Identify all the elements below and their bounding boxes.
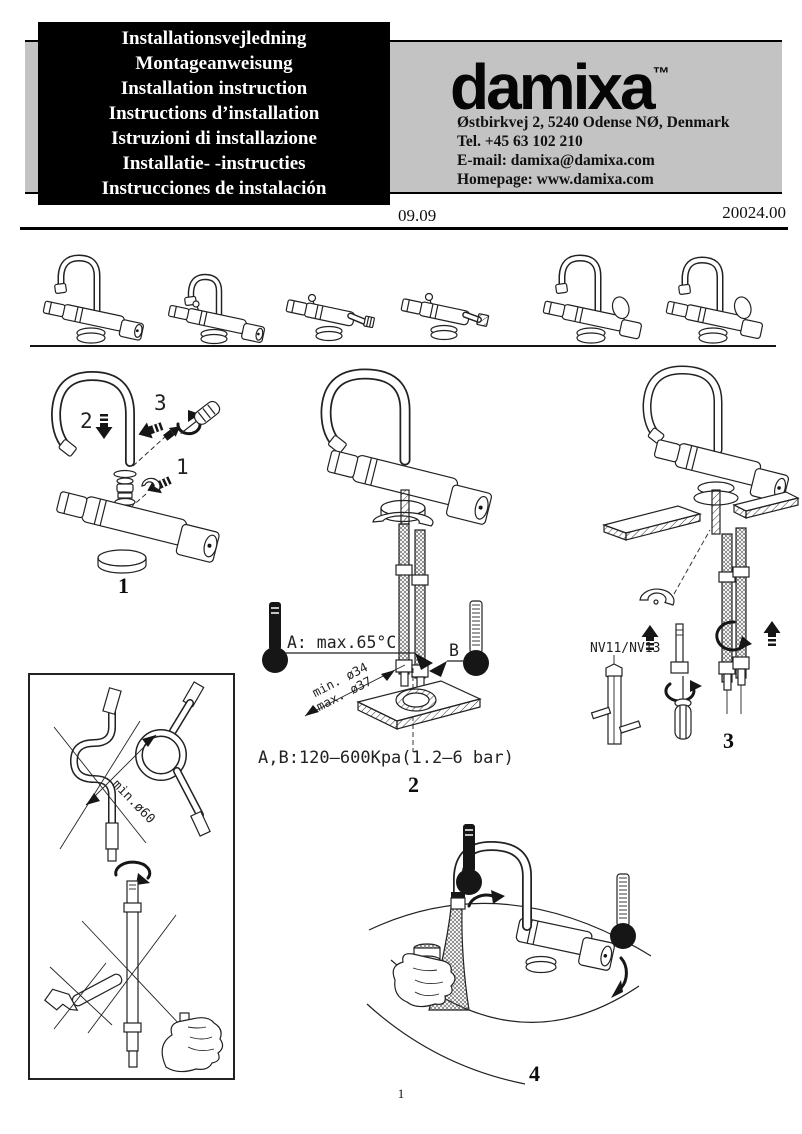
faucet-variant-medium-spout: [167, 273, 266, 345]
variant-row-divider: [30, 345, 776, 347]
brand-logo: damixa™: [450, 51, 670, 123]
faucet-drawing: [642, 365, 790, 506]
step3-diagram: NV11/NV13 3: [590, 365, 800, 753]
thermometer-cold-icon: [609, 873, 637, 950]
horseshoe-washer-icon: [372, 511, 434, 527]
page-number: 1: [397, 1086, 405, 1101]
mounting-stud: [670, 623, 689, 674]
title-da: Installationsvejledning: [121, 28, 307, 49]
screwdriver-icon: [180, 400, 221, 435]
faucet-body: [56, 491, 220, 563]
document-number: 20024.00: [722, 203, 786, 222]
title-en: Installation instruction: [120, 78, 308, 99]
revision-date: 09.09: [398, 206, 437, 225]
homepage-line: Homepage: www.damixa.com: [457, 171, 654, 188]
step1-diagram: 3 2 1: [50, 370, 221, 598]
up-arrow-right-icon: [762, 620, 782, 647]
header-divider: [20, 227, 788, 230]
title-it: Istruzioni di installazione: [111, 128, 317, 149]
pressure-range-label: A,B:120–600Kpa(1.2–6 bar): [258, 748, 514, 768]
faucet-drawing: [450, 840, 615, 974]
countertop-hole-drawing: min. ø34 max. ø37: [304, 659, 482, 730]
wrench-crossed-icon: [44, 973, 123, 1011]
spout-exploded: [50, 370, 135, 467]
min-bend-label: min.ø60: [109, 777, 158, 827]
multilingual-title-box: Installationsvejledning Montageanweisung…: [38, 22, 390, 205]
step3-label: 3: [723, 728, 734, 753]
faucet-variant-short-spout: [285, 293, 375, 342]
trademark-symbol: ™: [652, 64, 670, 83]
faucet-variant-short-nozzle: [400, 292, 490, 341]
arrow-to-screw-icon: [134, 417, 166, 444]
faucet-variant-tall-ring-handle: [542, 254, 642, 344]
phone-line: Tel. +45 63 102 210: [457, 133, 583, 150]
screwdriver-icon: [674, 676, 692, 740]
countertop-section: [601, 491, 800, 541]
title-de: Montageanweisung: [135, 53, 293, 74]
callout-spout: 2: [80, 409, 93, 433]
faucet-variant-tall-spout: [42, 254, 144, 344]
threaded-stud: [400, 489, 410, 525]
down-arrow-icon: [94, 413, 114, 440]
title-es: Instrucciones de instalación: [101, 178, 327, 199]
rotate-arrow-stud-icon: [664, 680, 702, 703]
email-line: E-mail: damixa@damixa.com: [457, 152, 655, 169]
title-nl: Installatie- -instructies: [122, 153, 306, 174]
thermometer-hot-icon: [261, 601, 289, 674]
step4-label: 4: [529, 1061, 540, 1086]
company-address: Østbirkvej 2, 5240 Odense NØ, Denmark Te…: [457, 113, 730, 189]
cold-label: B: [449, 641, 459, 660]
hand-with-aerator-icon: [392, 943, 456, 1008]
step2-label: 2: [408, 772, 419, 797]
flexible-hoses: [718, 527, 750, 714]
wrong-tight-bend-hose: [53, 687, 147, 862]
callout-clip: 1: [176, 455, 189, 479]
hand-tighten-hose: [81, 860, 183, 1068]
faucet-variant-tall-ring-handle-2: [665, 256, 764, 344]
tool-size-label: NV11/NV13: [590, 641, 660, 656]
thermometer-cold-icon: [462, 600, 490, 677]
hose-handling-box: min.ø60: [28, 673, 235, 1080]
callout-screw: 3: [154, 391, 167, 415]
threaded-shank: [711, 489, 721, 535]
horseshoe-washer-icon: [639, 588, 675, 606]
socket-wrench-icon: [590, 663, 642, 745]
step2-diagram: A: max.65°C B min. ø34 max. ø37 A,B:120–…: [258, 368, 514, 797]
step4-diagram: 4: [366, 823, 652, 1086]
rotate-arrow-spout-icon: [467, 890, 505, 908]
hot-limit-label: A: max.65°C: [287, 633, 396, 652]
hand-icon: [161, 1012, 224, 1073]
title-fr: Instructions d’installation: [108, 103, 320, 124]
address-line: Østbirkvej 2, 5240 Odense NØ, Denmark: [457, 114, 730, 131]
hose-rules-drawing: min.ø60: [44, 681, 224, 1073]
rotate-arrow-handle-icon: [611, 956, 628, 998]
rotate-arrow-icon: [114, 860, 152, 885]
rotate-arrow-hose-icon: [715, 620, 752, 652]
faucet-base: [97, 549, 147, 574]
set-screw-icon: [163, 426, 181, 441]
retaining-clip-icon: [141, 477, 161, 491]
step1-label: 1: [118, 573, 129, 598]
